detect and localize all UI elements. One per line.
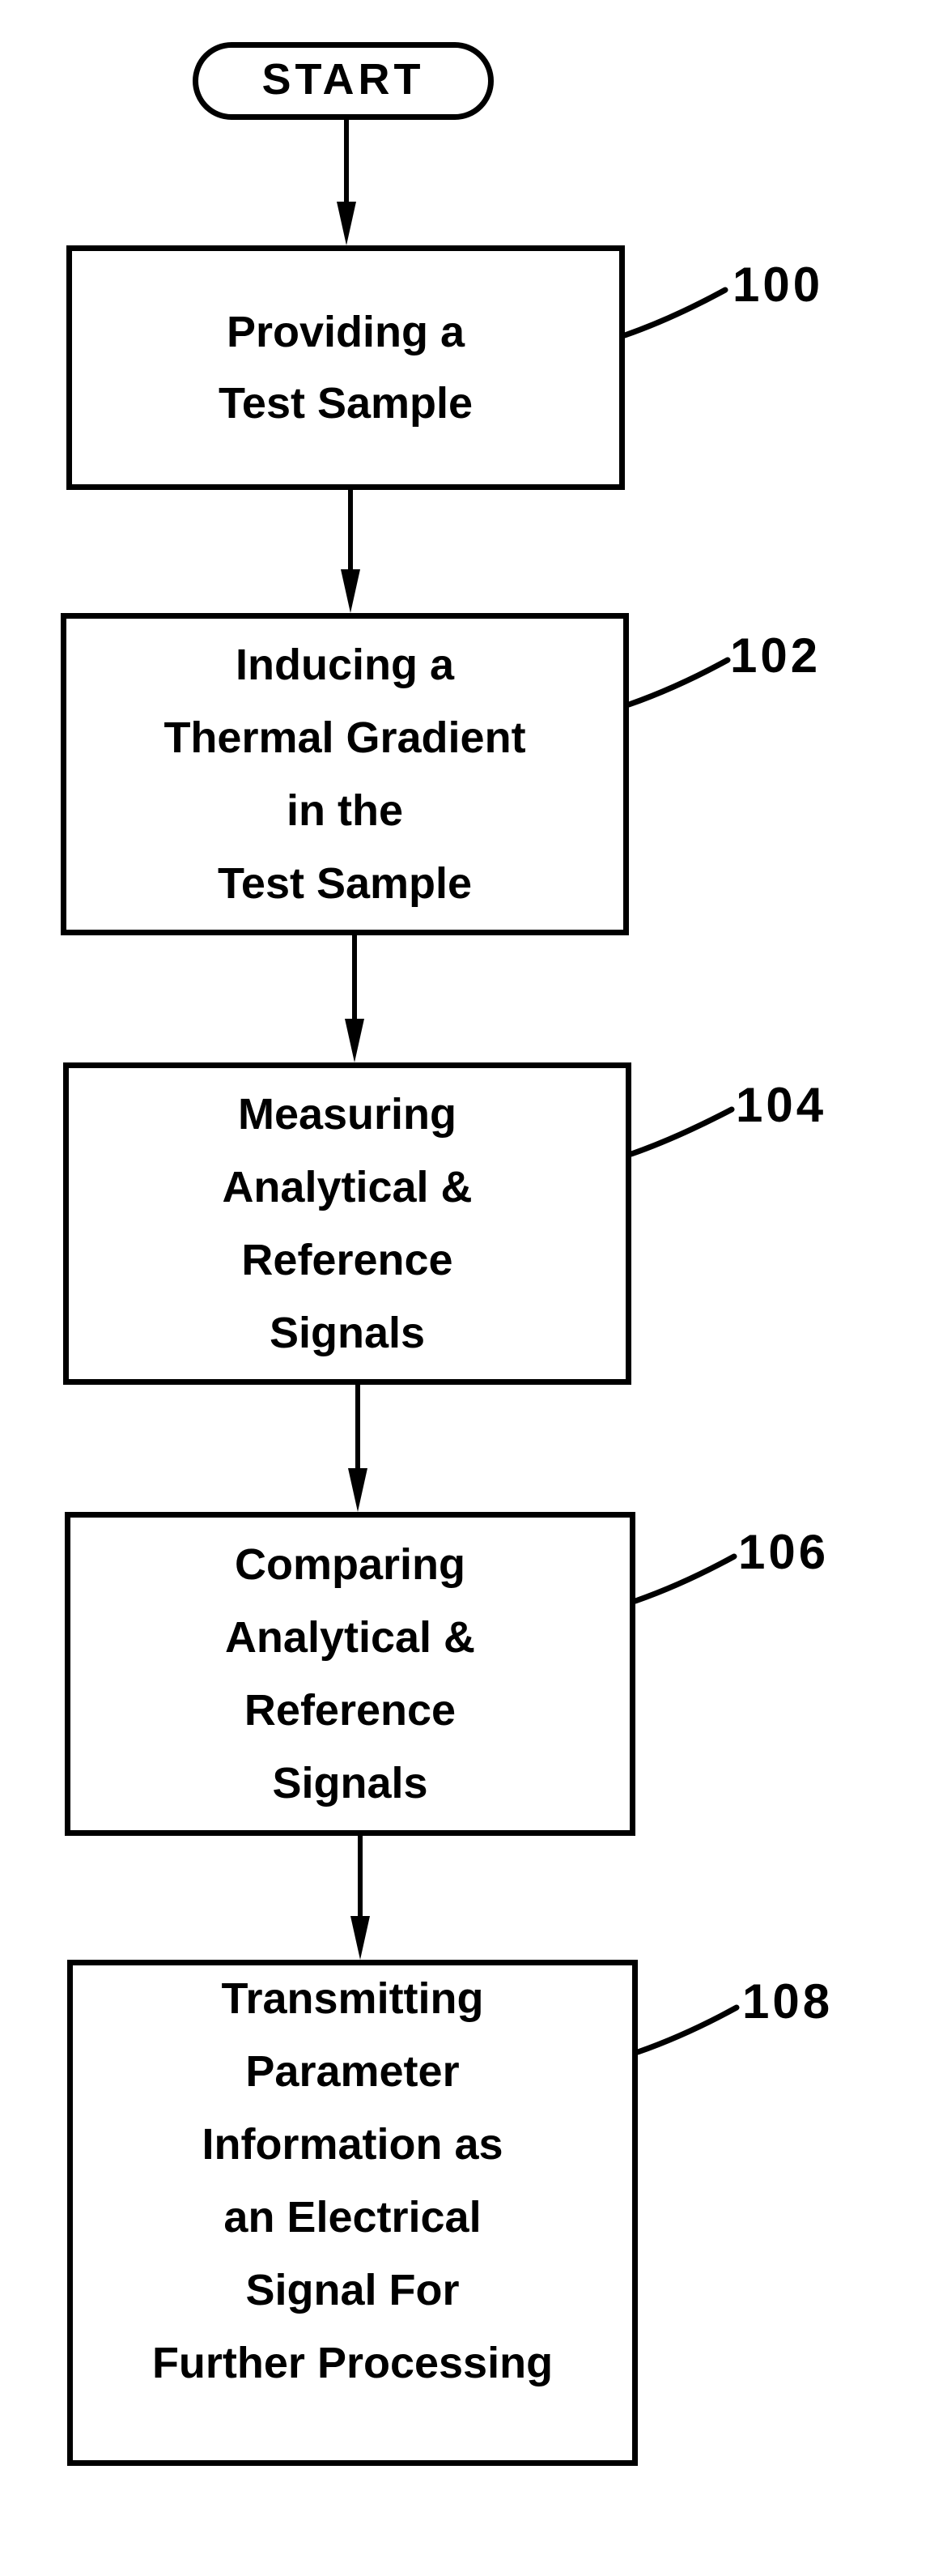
ref-numeral-106: 106 [738,1525,830,1579]
step-line: Reference [244,1686,457,1735]
ref-numeral-108: 108 [742,1974,834,2029]
leader-line-104 [628,1106,735,1157]
step-line: Analytical & [224,1613,476,1662]
arrowhead-102-to-104 [345,1019,364,1062]
step-line: Information as [202,2119,503,2169]
step-line: Transmitting [221,1974,484,2023]
leader-line-106 [632,1553,737,1604]
leader-line-100 [622,287,728,338]
step-line: Test Sample [217,859,473,908]
step-line: Measuring [237,1090,457,1139]
step-line: Test Sample [218,379,474,428]
ref-numeral-100: 100 [733,258,824,312]
leader-line-108 [635,2004,740,2055]
start-terminal: START [193,42,494,120]
step-line: in the [287,786,403,835]
arrow-start-to-100 [344,120,349,205]
step-line: Signals [269,1309,426,1357]
step-line: Thermal Gradient [163,713,526,762]
arrow-100-to-102 [348,490,353,571]
arrow-102-to-104 [352,935,357,1020]
ref-numeral-104: 104 [736,1078,827,1132]
step-line: Signal For [245,2265,460,2314]
start-label: START [261,55,425,104]
step-box-providing-test-sample: Providing a Test Sample [66,245,625,490]
arrowhead-106-to-108 [350,1916,370,1960]
arrowhead-100-to-102 [341,569,360,613]
step-box-transmitting-parameter-information: Transmitting Parameter Information as an… [67,1960,638,2466]
arrowhead-start-to-100 [337,202,356,245]
step-box-measuring-signals: Measuring Analytical & Reference Signals [63,1062,631,1385]
step-line: Parameter [245,2046,460,2096]
step-line: Comparing [234,1540,465,1589]
step-line: Analytical & [222,1163,473,1211]
arrow-106-to-108 [358,1836,363,1917]
arrow-104-to-106 [355,1385,360,1470]
step-line: Further Processing [151,2338,554,2387]
arrowhead-104-to-106 [348,1468,367,1512]
step-box-inducing-thermal-gradient: Inducing a Thermal Gradient in the Test … [61,613,629,935]
step-box-comparing-signals: Comparing Analytical & Reference Signals [65,1512,635,1836]
step-line: Signals [272,1759,428,1807]
step-line: an Electrical [223,2192,482,2242]
leader-line-102 [626,657,731,708]
step-line: Reference [241,1236,453,1284]
ref-numeral-102: 102 [730,628,822,683]
step-line: Inducing a [236,641,454,689]
step-line: Providing a [226,308,465,356]
